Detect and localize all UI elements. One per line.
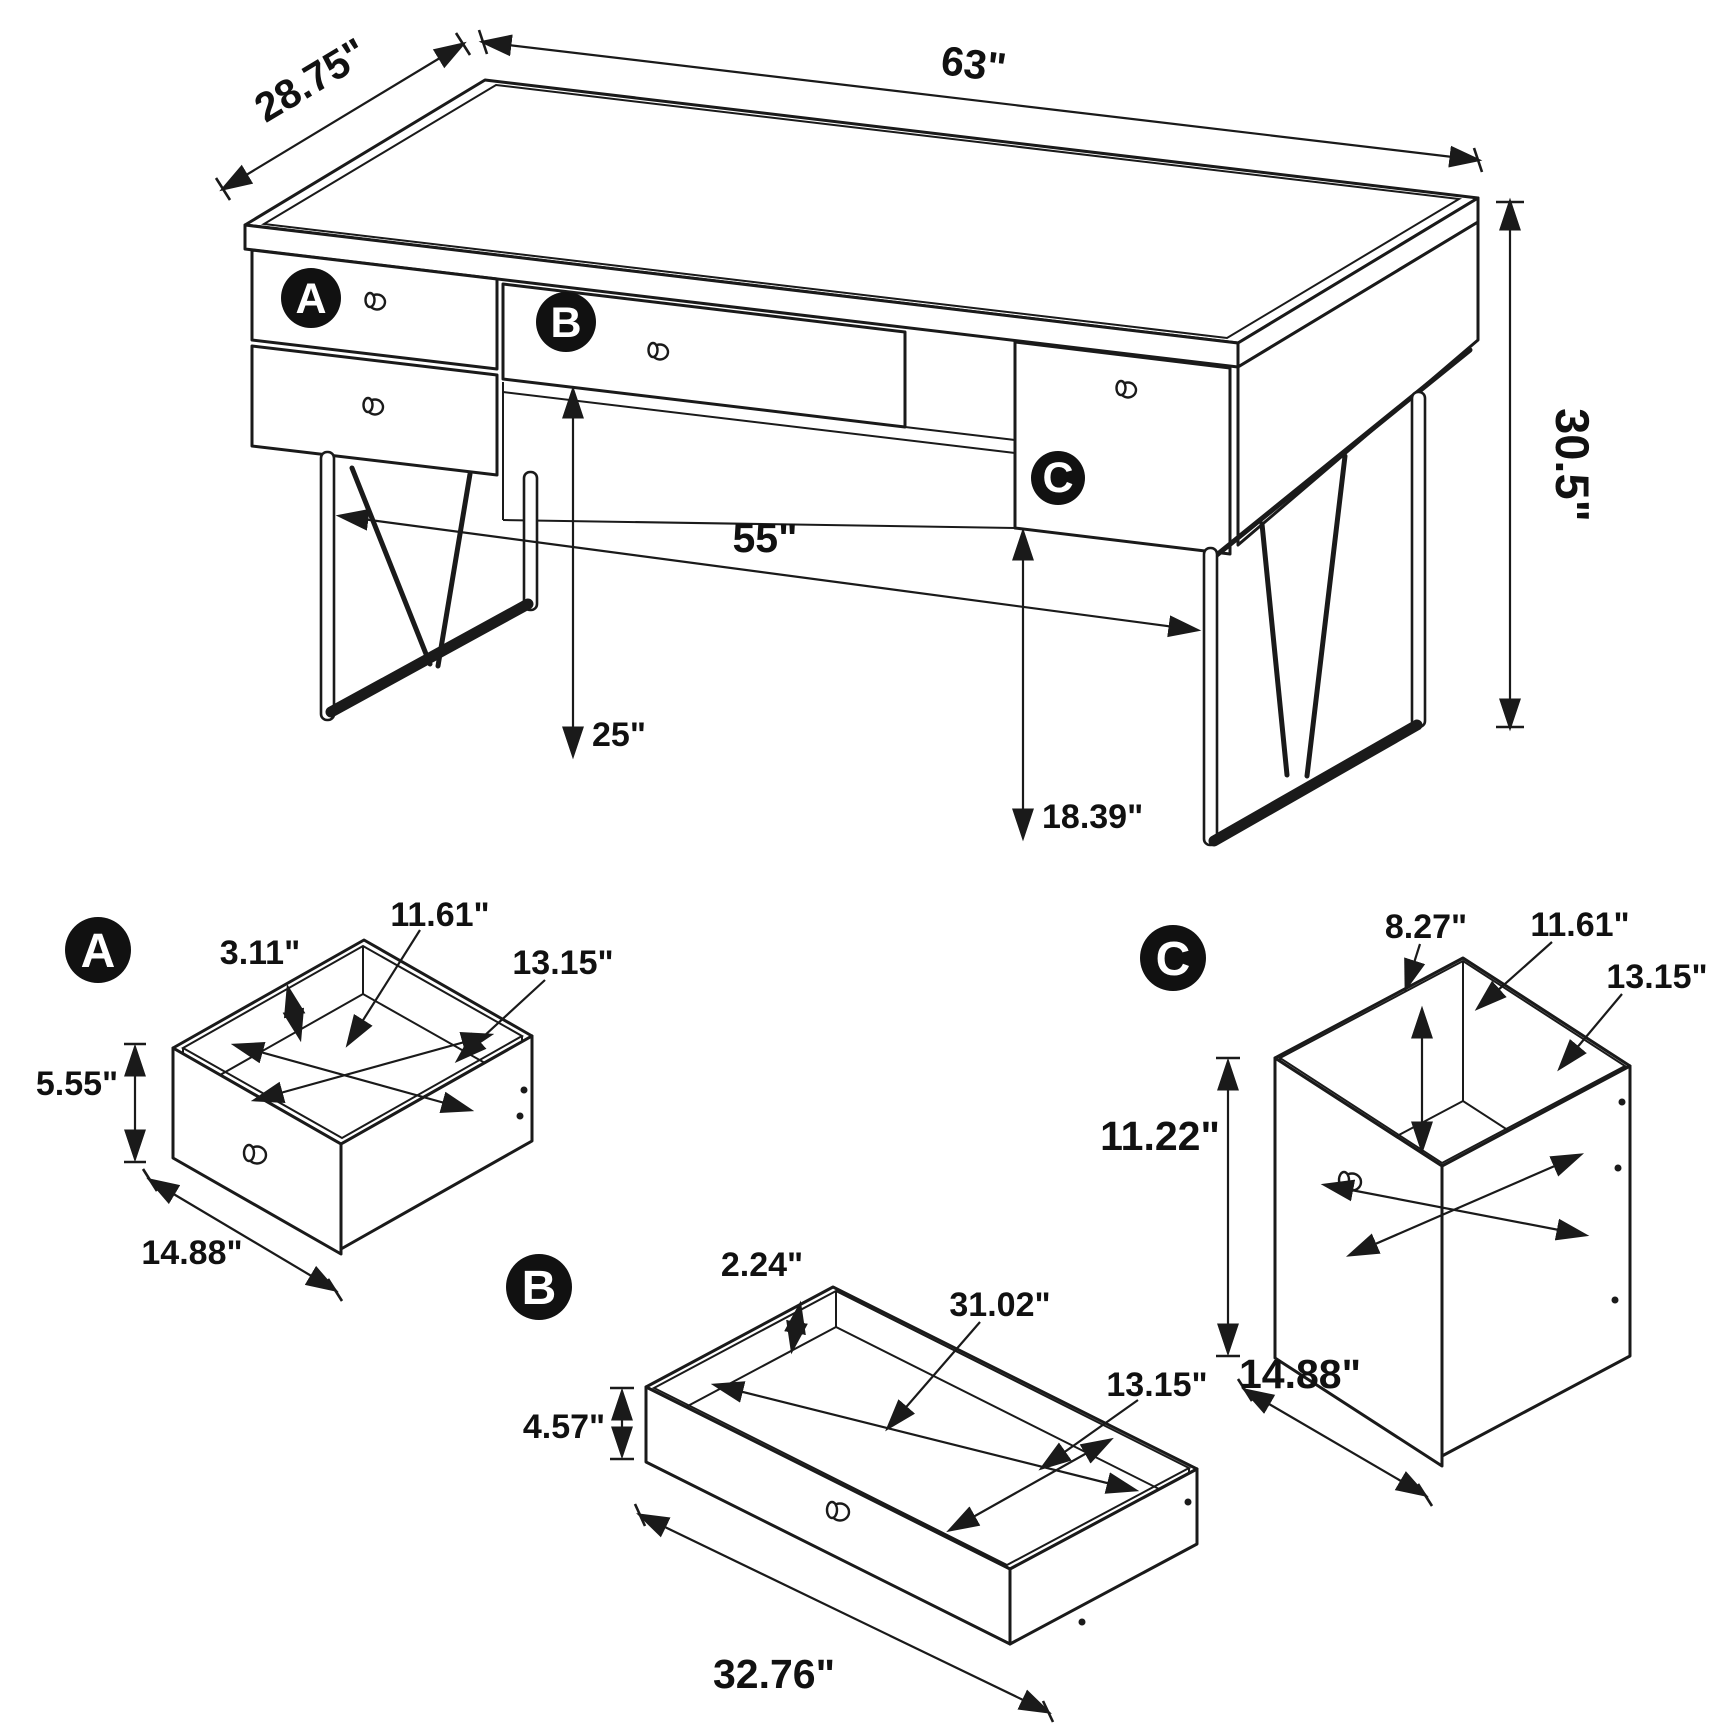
detail-c-badge: C <box>1140 925 1206 991</box>
dim-knee-height-label: 25" <box>592 716 646 754</box>
drawer-c-knob <box>1115 379 1138 399</box>
dim-under-drawer: 18.39" <box>1012 527 1143 842</box>
right-leg-v-strut-1 <box>1259 521 1290 778</box>
dim-leg-span: 55" <box>335 508 1202 638</box>
drawer-a-lower-knob <box>362 396 385 416</box>
detail-c-inner-width-label: 11.61" <box>1530 906 1629 944</box>
drawer-a-knob <box>364 291 387 311</box>
detail-a-front-width-label: 14.88" <box>141 1234 242 1272</box>
left-leg-front-post <box>319 450 336 722</box>
detail-view-c: C 8.27" 11.61" 13.15 <box>1100 906 1708 1507</box>
detail-c-dimensions: 8.27" 11.61" 13.15" 11.22" 14.88" <box>1100 906 1708 1507</box>
screw-dot <box>1618 1098 1626 1106</box>
back-rail-under-b <box>904 426 1016 441</box>
dim-knee-height: 25" <box>562 385 646 760</box>
screw-dot <box>1184 1498 1192 1506</box>
detail-a-badge-label: A <box>81 925 116 978</box>
screw-dot <box>516 1112 524 1120</box>
detail-b-badge: B <box>506 1254 572 1320</box>
dim-under-drawer-label: 18.39" <box>1042 798 1143 836</box>
detail-a-rail-offset-label: 3.11" <box>220 934 300 972</box>
drawer-b-detail-knob <box>825 1500 851 1522</box>
detail-a-badge: A <box>65 917 131 983</box>
detail-b-front-height-label: 4.57" <box>523 1408 605 1446</box>
dim-height: 30.5" <box>1496 197 1599 732</box>
drawer-a-detail-knob <box>242 1143 268 1165</box>
detail-b-inner-width-label: 31.02" <box>949 1286 1050 1324</box>
dim-height-label: 30.5" <box>1546 408 1599 522</box>
screw-dot <box>520 1086 528 1094</box>
screw-dot <box>1611 1296 1619 1304</box>
badge-a: A <box>281 268 341 328</box>
detail-a-inner-depth-label: 13.15" <box>512 944 613 982</box>
right-leg-top-bar <box>1210 347 1473 561</box>
main-desk-view: A B C 28.75" 63" 30.5" <box>214 29 1599 847</box>
detail-b-dimensions: 2.24" 31.02" 13.15" 4.57" 32.76" <box>523 1246 1208 1723</box>
badge-a-label: A <box>295 275 326 323</box>
drawer-c-front <box>1013 340 1232 556</box>
badge-b-label: B <box>550 299 581 347</box>
detail-a-front-height-label: 5.55" <box>36 1065 118 1103</box>
detail-view-a: A 3.11" 11.61" 13.15" <box>36 896 614 1302</box>
back-rail-under-b2 <box>502 391 1016 454</box>
screw-dot <box>1078 1618 1086 1626</box>
right-leg-v-strut-2 <box>1304 453 1348 779</box>
dim-width-label: 63" <box>939 37 1009 91</box>
detail-b-front-width-label: 32.76" <box>713 1651 835 1697</box>
detail-b-inner-depth-label: 13.15" <box>1106 1366 1207 1404</box>
dim-width: 63" <box>477 29 1484 173</box>
detail-c-inner-depth-label: 13.15" <box>1606 958 1707 996</box>
detail-a-inner-width-label: 11.61" <box>390 896 489 934</box>
detail-b-badge-label: B <box>522 1262 557 1315</box>
detail-view-b: B 2.24" 31.02" 13.15" <box>506 1246 1208 1723</box>
detail-c-front-height-label: 11.22" <box>1100 1113 1220 1159</box>
right-leg <box>1202 347 1473 847</box>
detail-c-front-width-label: 14.88" <box>1239 1351 1361 1397</box>
badge-c-label: C <box>1042 454 1073 502</box>
screw-dot <box>1614 1164 1622 1172</box>
detail-c-rail-offset-label: 8.27" <box>1385 908 1467 946</box>
right-leg-runner <box>1208 719 1423 847</box>
right-leg-outer-post <box>1410 390 1427 729</box>
detail-c-badge-label: C <box>1156 933 1191 986</box>
badge-c: C <box>1031 451 1085 505</box>
desk-right-end-panel <box>1236 220 1480 547</box>
right-leg-inner-post <box>1202 546 1219 847</box>
dim-leg-span-label: 55" <box>732 515 797 561</box>
detail-b-rail-offset-label: 2.24" <box>721 1246 803 1284</box>
drawer-b-knob <box>647 341 670 361</box>
badge-b: B <box>536 292 596 352</box>
detail-a-dimensions: 3.11" 11.61" 13.15" 5.55" 14.88" <box>36 896 614 1302</box>
right-pedestal <box>1013 340 1232 556</box>
